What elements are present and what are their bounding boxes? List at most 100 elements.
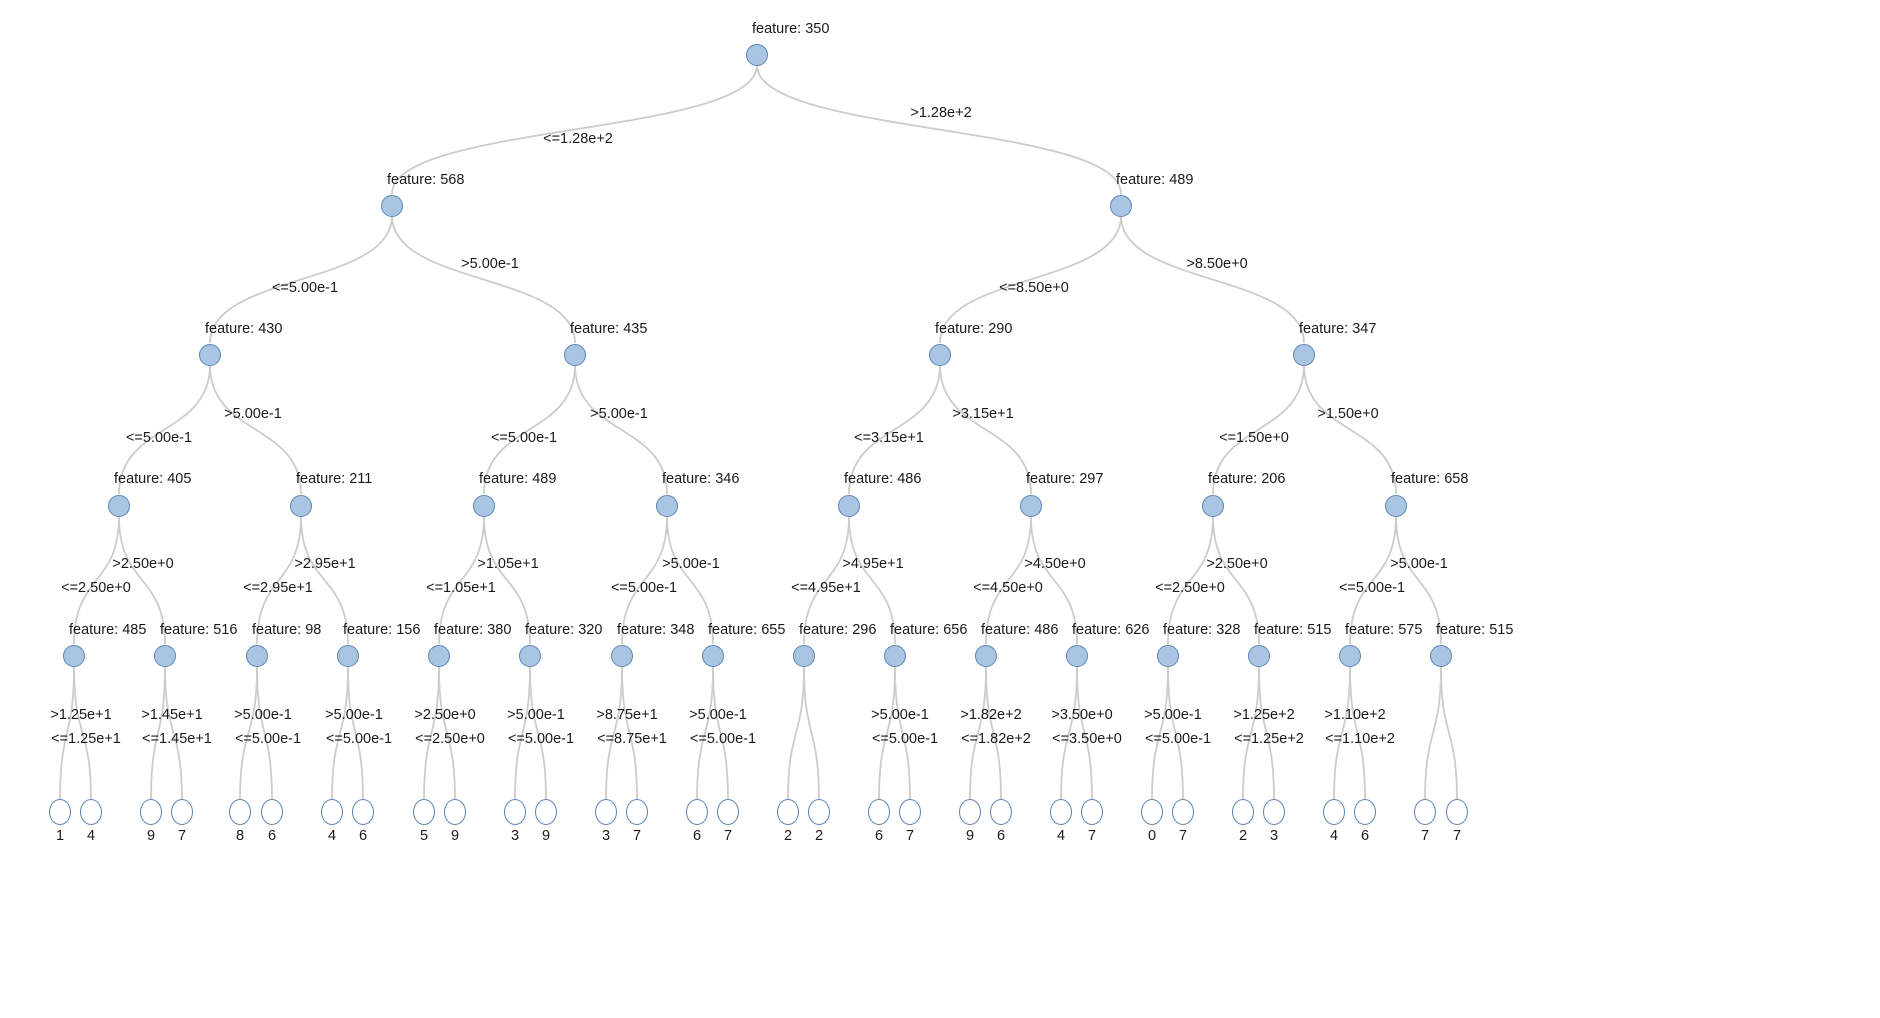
tree-node-leaf[interactable] bbox=[229, 799, 251, 825]
tree-node-leaf[interactable] bbox=[595, 799, 617, 825]
node-feature-label: feature: 156 bbox=[343, 622, 421, 638]
tree-node-leaf[interactable] bbox=[717, 799, 739, 825]
tree-node-leaf[interactable] bbox=[1323, 799, 1345, 825]
leaf-class-label: 2 bbox=[783, 828, 793, 844]
tree-node-leaf[interactable] bbox=[1263, 799, 1285, 825]
tree-node-leaf[interactable] bbox=[808, 799, 830, 825]
tree-node-internal[interactable] bbox=[1248, 645, 1270, 667]
tree-node-internal[interactable] bbox=[1202, 495, 1224, 517]
tree-node-leaf[interactable] bbox=[261, 799, 283, 825]
tree-node-internal[interactable] bbox=[884, 645, 906, 667]
edge-threshold-label: <=2.50e+0 bbox=[415, 731, 485, 747]
tree-edge bbox=[256, 665, 273, 801]
node-feature-label: feature: 655 bbox=[708, 622, 786, 638]
tree-node-internal[interactable] bbox=[656, 495, 678, 517]
tree-node-leaf[interactable] bbox=[959, 799, 981, 825]
tree-edge bbox=[605, 665, 623, 801]
node-feature-label: feature: 568 bbox=[387, 172, 465, 188]
tree-node-leaf[interactable] bbox=[1141, 799, 1163, 825]
node-feature-label: feature: 515 bbox=[1436, 622, 1514, 638]
tree-edge bbox=[1333, 665, 1351, 801]
leaf-class-label: 3 bbox=[1269, 828, 1279, 844]
edge-threshold-label: >2.50e+0 bbox=[1206, 556, 1268, 572]
tree-node-leaf[interactable] bbox=[899, 799, 921, 825]
tree-node-leaf[interactable] bbox=[1172, 799, 1194, 825]
edge-threshold-label: >1.28e+2 bbox=[910, 105, 972, 121]
edge-threshold-label: <=2.50e+0 bbox=[61, 580, 131, 596]
tree-edge bbox=[1440, 665, 1458, 801]
node-feature-label: feature: 346 bbox=[662, 471, 740, 487]
tree-node-internal[interactable] bbox=[1020, 495, 1042, 517]
edge-threshold-label: <=1.05e+1 bbox=[426, 580, 496, 596]
tree-node-internal[interactable] bbox=[473, 495, 495, 517]
tree-node-internal[interactable] bbox=[199, 344, 221, 366]
node-feature-label: feature: 489 bbox=[479, 471, 557, 487]
tree-node-internal[interactable] bbox=[1110, 195, 1132, 217]
tree-node-internal[interactable] bbox=[702, 645, 724, 667]
tree-node-leaf[interactable] bbox=[777, 799, 799, 825]
node-feature-label: feature: 290 bbox=[935, 321, 1013, 337]
tree-node-leaf[interactable] bbox=[1354, 799, 1376, 825]
tree-node-internal[interactable] bbox=[290, 495, 312, 517]
leaf-class-label: 6 bbox=[267, 828, 277, 844]
edge-threshold-label: >1.25e+2 bbox=[1233, 707, 1295, 723]
edge-threshold-label: >8.75e+1 bbox=[596, 707, 658, 723]
tree-edge bbox=[483, 515, 531, 645]
tree-node-internal[interactable] bbox=[975, 645, 997, 667]
node-feature-label: feature: 486 bbox=[981, 622, 1059, 638]
tree-node-leaf[interactable] bbox=[1446, 799, 1468, 825]
tree-node-internal[interactable] bbox=[519, 645, 541, 667]
tree-node-internal[interactable] bbox=[611, 645, 633, 667]
tree-edge bbox=[1030, 515, 1078, 645]
tree-node-leaf[interactable] bbox=[444, 799, 466, 825]
edge-threshold-label: <=1.25e+1 bbox=[51, 731, 121, 747]
tree-node-internal[interactable] bbox=[63, 645, 85, 667]
tree-node-internal[interactable] bbox=[838, 495, 860, 517]
tree-node-internal[interactable] bbox=[1066, 645, 1088, 667]
tree-node-leaf[interactable] bbox=[352, 799, 374, 825]
edge-threshold-label: <=1.82e+2 bbox=[961, 731, 1031, 747]
tree-node-internal[interactable] bbox=[381, 195, 403, 217]
tree-node-leaf[interactable] bbox=[1081, 799, 1103, 825]
node-feature-label: feature: 320 bbox=[525, 622, 603, 638]
tree-node-internal[interactable] bbox=[1157, 645, 1179, 667]
node-feature-label: feature: 430 bbox=[205, 321, 283, 337]
tree-edge bbox=[894, 665, 911, 801]
tree-node-internal[interactable] bbox=[428, 645, 450, 667]
tree-node-leaf[interactable] bbox=[626, 799, 648, 825]
tree-node-internal[interactable] bbox=[337, 645, 359, 667]
tree-node-internal[interactable] bbox=[564, 344, 586, 366]
tree-node-leaf[interactable] bbox=[686, 799, 708, 825]
tree-node-leaf[interactable] bbox=[535, 799, 557, 825]
tree-node-internal[interactable] bbox=[793, 645, 815, 667]
edge-threshold-label: >5.00e-1 bbox=[461, 256, 519, 272]
tree-node-internal[interactable] bbox=[1430, 645, 1452, 667]
tree-node-leaf[interactable] bbox=[321, 799, 343, 825]
tree-node-leaf[interactable] bbox=[413, 799, 435, 825]
tree-node-internal[interactable] bbox=[108, 495, 130, 517]
leaf-class-label: 7 bbox=[1178, 828, 1188, 844]
tree-node-leaf[interactable] bbox=[1050, 799, 1072, 825]
tree-node-internal[interactable] bbox=[154, 645, 176, 667]
tree-node-leaf[interactable] bbox=[1232, 799, 1254, 825]
tree-node-internal[interactable] bbox=[1293, 344, 1315, 366]
tree-node-leaf[interactable] bbox=[504, 799, 526, 825]
tree-node-internal[interactable] bbox=[246, 645, 268, 667]
node-feature-label: feature: 347 bbox=[1299, 321, 1377, 337]
tree-node-leaf[interactable] bbox=[1414, 799, 1436, 825]
tree-node-leaf[interactable] bbox=[49, 799, 71, 825]
tree-edge bbox=[59, 665, 75, 801]
tree-node-leaf[interactable] bbox=[990, 799, 1012, 825]
tree-node-internal[interactable] bbox=[746, 44, 768, 66]
tree-node-leaf[interactable] bbox=[80, 799, 102, 825]
tree-node-leaf[interactable] bbox=[171, 799, 193, 825]
tree-node-internal[interactable] bbox=[1339, 645, 1361, 667]
tree-node-leaf[interactable] bbox=[140, 799, 162, 825]
node-feature-label: feature: 328 bbox=[1163, 622, 1241, 638]
tree-node-internal[interactable] bbox=[1385, 495, 1407, 517]
tree-node-internal[interactable] bbox=[929, 344, 951, 366]
tree-node-leaf[interactable] bbox=[868, 799, 890, 825]
tree-edge bbox=[438, 515, 485, 645]
leaf-class-label: 3 bbox=[601, 828, 611, 844]
